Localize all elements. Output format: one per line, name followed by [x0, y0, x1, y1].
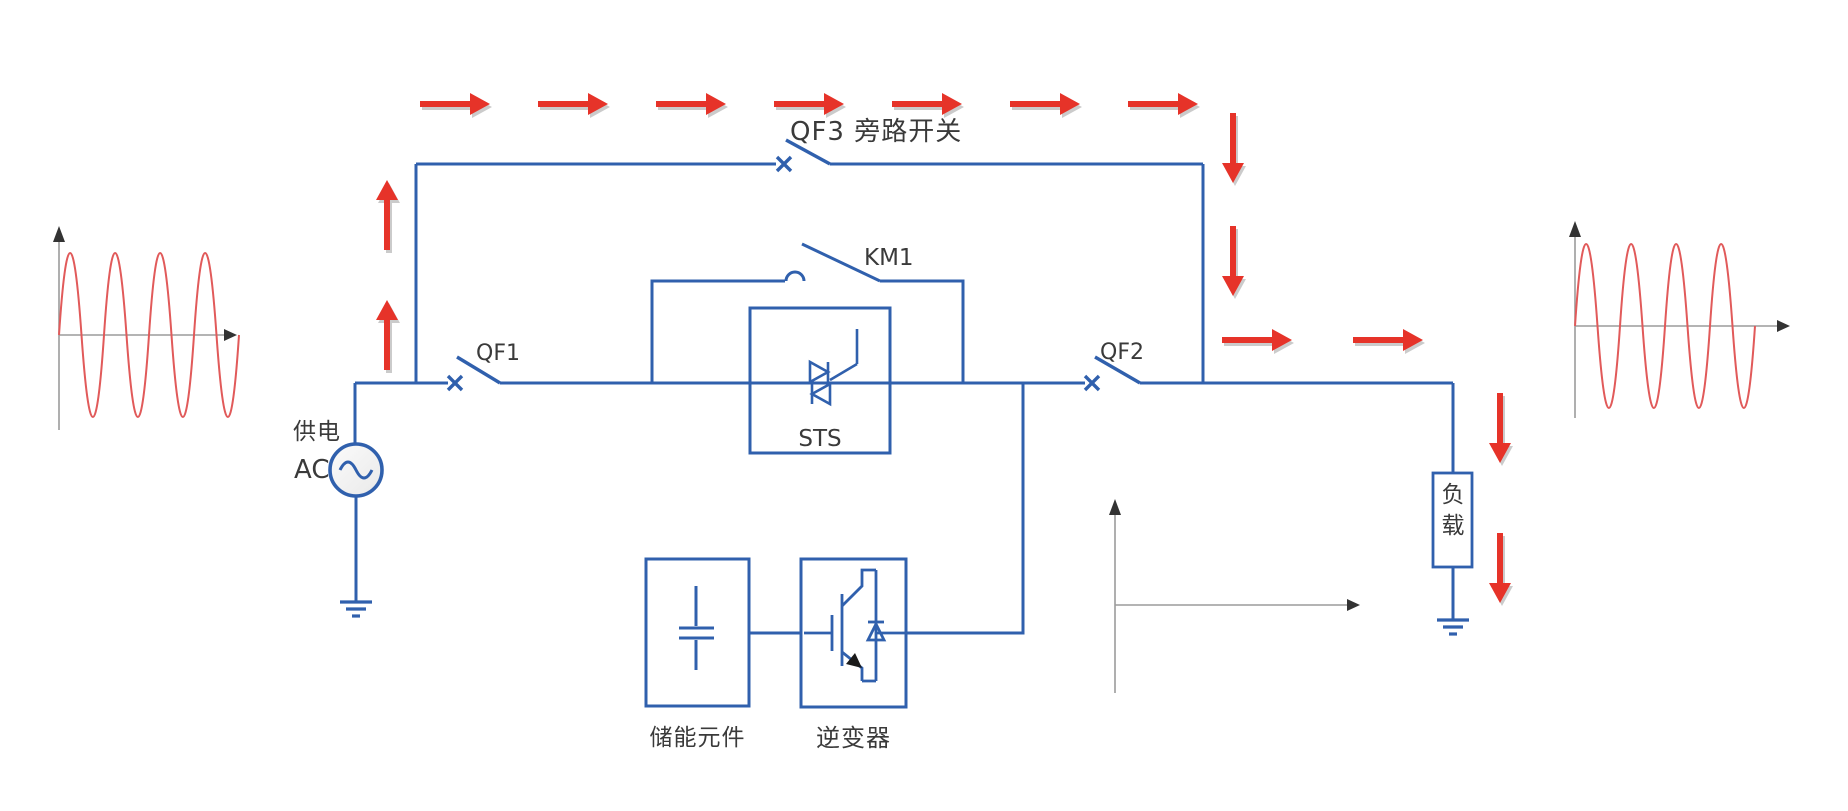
km1-contactor-label: KM1: [864, 245, 914, 271]
capacitor-icon: [679, 586, 714, 670]
supply-label: 供电: [293, 419, 341, 445]
breaker-qf3-icon: [775, 138, 831, 173]
qf2-breaker-label: QF2: [1100, 340, 1144, 365]
qf3-bypass-switch-label: QF3 旁路开关: [790, 117, 963, 147]
power-flow-arrows: [376, 93, 1511, 603]
breaker-qf2-icon: [1083, 355, 1141, 392]
flow-arrow-right-icon: [538, 93, 608, 115]
flow-arrow-down-icon: [1489, 393, 1511, 463]
flow-arrow-right-icon: [420, 93, 490, 115]
thyristor-pair-icon: [808, 329, 859, 407]
output-wave-x-arrow-icon: [1777, 320, 1790, 332]
wire-km1-left: [650, 279, 785, 383]
ac-source-label: AC: [294, 455, 330, 485]
contactor-km1-icon: [784, 242, 881, 283]
circuit-wiring: [328, 138, 1474, 709]
flow-arrow-right-icon: [656, 93, 726, 115]
breaker-qf1-icon: [446, 355, 501, 392]
output-wave-y-arrow-icon: [1569, 221, 1581, 237]
flow-arrow-right-icon: [1010, 93, 1080, 115]
flow-arrow-down-icon: [1222, 226, 1244, 296]
flow-arrow-down-icon: [1222, 113, 1244, 183]
flow-arrow-right-icon: [1353, 329, 1423, 351]
blank-plot-x-arrow-icon: [1347, 599, 1360, 611]
input-waveform-plot: [53, 226, 240, 430]
input-sine-wave: [58, 252, 240, 418]
storage-box: [644, 557, 751, 708]
igbt-icon: [804, 568, 906, 683]
output-waveform-plot: [1569, 221, 1790, 418]
wire-km1-right: [880, 279, 965, 383]
load-label: 负载: [1441, 482, 1465, 539]
ground-source-icon: [340, 600, 372, 618]
flow-arrow-down-icon: [1489, 533, 1511, 603]
ac-source-icon: [328, 442, 384, 498]
sts-box: [748, 306, 892, 455]
flow-arrow-right-icon: [1222, 329, 1292, 351]
sts-label: STS: [798, 426, 842, 452]
input-wave-y-arrow-icon: [53, 226, 65, 242]
inverter-label: 逆变器: [816, 724, 891, 752]
wire-inverter-riser: [906, 383, 1025, 635]
ground-load-icon: [1437, 618, 1469, 636]
qf1-breaker-label: QF1: [476, 341, 520, 366]
blank-plot-y-arrow-icon: [1109, 499, 1121, 515]
blank-axes-plot: [1109, 499, 1360, 693]
flow-arrow-right-icon: [1128, 93, 1198, 115]
output-sine-wave: [1574, 243, 1756, 409]
flow-arrow-up-icon: [376, 300, 398, 370]
input-wave-x-arrow-icon: [224, 329, 237, 341]
flow-arrow-up-icon: [376, 180, 398, 250]
storage-element-label: 储能元件: [649, 725, 746, 751]
